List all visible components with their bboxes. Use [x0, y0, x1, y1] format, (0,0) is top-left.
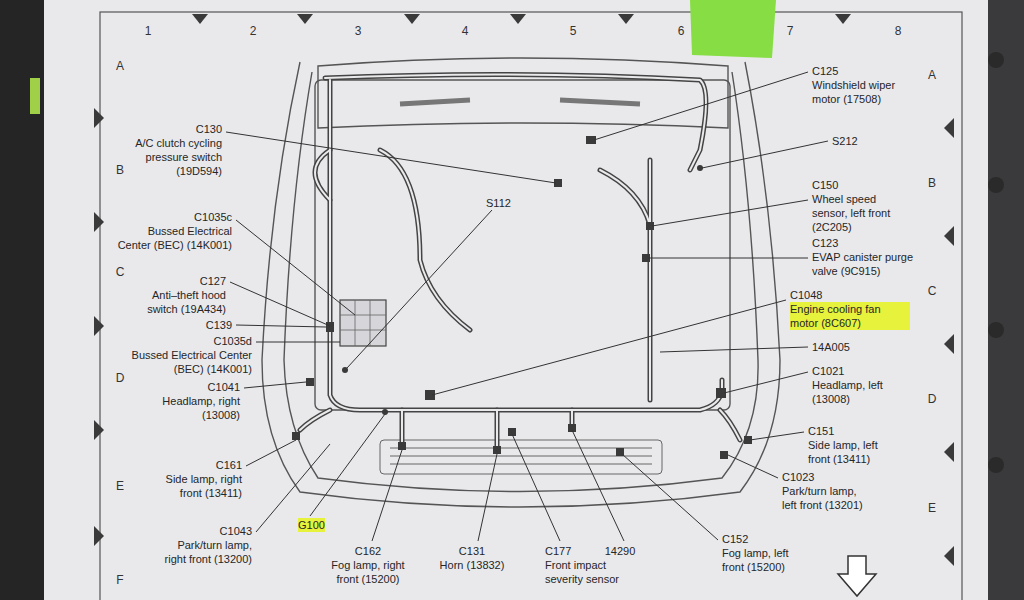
callout-number: C1021	[812, 364, 872, 378]
grid-reference: 1	[138, 24, 158, 38]
grid-reference: D	[110, 371, 130, 385]
grid-reference: F	[110, 573, 130, 587]
grid-reference: B	[922, 176, 942, 190]
callout-number: C127	[166, 274, 226, 288]
part-description: Park/turn lamp, right front (13200)	[157, 538, 252, 566]
callout-number: C123	[812, 236, 872, 250]
part-description: Wheel speed sensor, left front (2C205)	[812, 192, 904, 234]
grid-reference: B	[110, 163, 130, 177]
part-description: Headlamp, right (13008)	[150, 394, 240, 422]
callout-number: C151	[808, 424, 868, 438]
part-description: Horn (13832)	[431, 558, 513, 572]
grid-reference: 2	[243, 24, 263, 38]
callout-number: S112	[486, 196, 546, 210]
callout-number: G100	[298, 518, 325, 532]
binder-holes	[988, 52, 1004, 473]
vehicle-outline	[262, 58, 780, 507]
callout-number: C130	[162, 122, 222, 136]
callout-number: 14A005	[812, 340, 872, 354]
grid-reference: A	[922, 68, 942, 82]
part-description: Park/turn lamp, left front (13201)	[782, 484, 867, 512]
callout-number: C150	[812, 178, 872, 192]
grid-reference: C	[922, 284, 942, 298]
callout-number: C1035c	[172, 210, 232, 224]
part-description: Anti–theft hood switch (19A434)	[126, 288, 226, 316]
grid-reference: 5	[563, 24, 583, 38]
callout-number: C1035d	[192, 334, 252, 348]
part-description: Windshield wiper motor (17508)	[812, 78, 912, 106]
grid-reference: A	[110, 59, 130, 73]
callout-number: C161	[182, 458, 242, 472]
callout-number: S212	[832, 134, 892, 148]
connector-symbols	[292, 136, 752, 459]
callout-number: C1041	[180, 380, 240, 394]
part-description: Fog lamp, left front (15200)	[722, 546, 812, 574]
callout-number: C125	[812, 64, 872, 78]
leader-lines	[226, 72, 828, 541]
part-description: Bussed Electrical Center (BEC) (14K001)	[112, 348, 252, 376]
callout-number: C139	[172, 318, 232, 332]
page-tab	[30, 78, 40, 114]
binder-edge	[0, 0, 44, 600]
paper-page	[44, 0, 988, 600]
part-description: Side lamp, right front (13411)	[147, 472, 242, 500]
grid-reference: 3	[348, 24, 368, 38]
radiator-grille	[380, 440, 662, 474]
callout-number: C1048	[790, 288, 850, 302]
grid-reference: D	[922, 392, 942, 406]
callout-number: C1043	[192, 524, 252, 538]
callout-number: C1023	[782, 470, 842, 484]
grid-reference: E	[922, 501, 942, 515]
part-description: Bussed Electrical Center (BEC) (14K001)	[117, 224, 232, 252]
binder-edge	[988, 0, 1024, 600]
grid-reference: 7	[780, 24, 800, 38]
grid-reference: 8	[888, 24, 908, 38]
bec-box	[340, 300, 386, 346]
callout-number: C152	[722, 532, 782, 546]
page-arrow	[838, 556, 876, 596]
sticky-note	[690, 0, 776, 58]
callout-number: C177	[545, 544, 605, 558]
grid-reference: 6	[671, 24, 691, 38]
page-frame	[100, 12, 962, 600]
grid-markers	[94, 14, 954, 566]
callout-number: C131	[442, 544, 502, 558]
grid-reference: 4	[455, 24, 475, 38]
part-description: A/C clutch cycling pressure switch (19D5…	[122, 136, 222, 178]
wire-harness	[300, 74, 740, 450]
part-description: Engine cooling fan motor (8C607)	[790, 302, 910, 330]
callout-number: C162	[338, 544, 398, 558]
part-description: Fog lamp, right front (15200)	[327, 558, 409, 586]
part-description: Front impact severity sensor	[545, 558, 635, 586]
grid-reference: E	[110, 479, 130, 493]
grid-reference: C	[110, 265, 130, 279]
callout-number: 14290	[590, 544, 650, 558]
part-description: EVAP canister purge valve (9C915)	[812, 250, 927, 278]
part-description: Side lamp, left front (13411)	[808, 438, 898, 466]
part-description: Headlamp, left (13008)	[812, 378, 902, 406]
